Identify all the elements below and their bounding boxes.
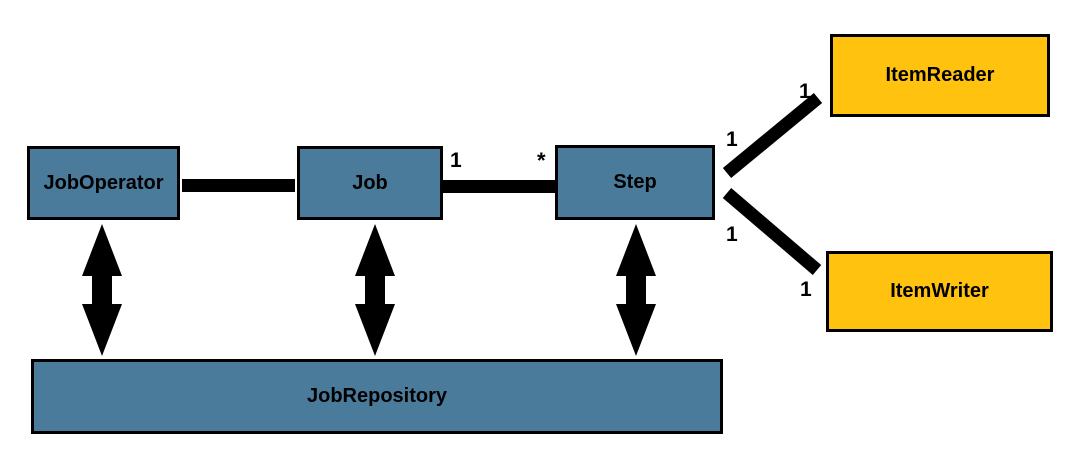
node-step-label: Step	[613, 171, 657, 193]
double-arrow-job-jobrepository	[355, 224, 395, 356]
edge-step-itemreader	[722, 92, 823, 179]
multiplicity-step-itemwriter-step-end: 1	[726, 223, 738, 246]
node-job-repository: JobRepository	[31, 359, 723, 434]
edge-joboperator-job	[182, 179, 295, 192]
node-item-reader: ItemReader	[830, 34, 1050, 117]
double-arrow-joboperator-jobrepository	[82, 224, 122, 356]
node-job-operator-label: JobOperator	[43, 171, 164, 194]
node-job-repository-label: JobRepository	[306, 385, 448, 407]
node-item-reader-label: ItemReader	[885, 64, 995, 86]
double-arrow-step-jobrepository	[616, 224, 656, 356]
multiplicity-job-step-step-end: *	[537, 148, 546, 173]
edge-job-step	[442, 180, 555, 193]
node-item-writer: ItemWriter	[826, 251, 1053, 332]
node-job-operator: JobOperator	[27, 146, 180, 220]
node-job: Job	[297, 146, 443, 220]
node-step: Step	[555, 145, 715, 220]
multiplicity-step-itemwriter-writer-end: 1	[800, 278, 812, 301]
edge-step-itemwriter	[722, 188, 822, 275]
multiplicity-step-itemreader-reader-end: 1	[799, 80, 811, 103]
node-item-writer-label: ItemWriter	[890, 280, 989, 302]
multiplicity-step-itemreader-step-end: 1	[726, 128, 738, 151]
multiplicity-job-step-job-end: 1	[450, 149, 462, 172]
node-job-label: Job	[352, 171, 388, 194]
